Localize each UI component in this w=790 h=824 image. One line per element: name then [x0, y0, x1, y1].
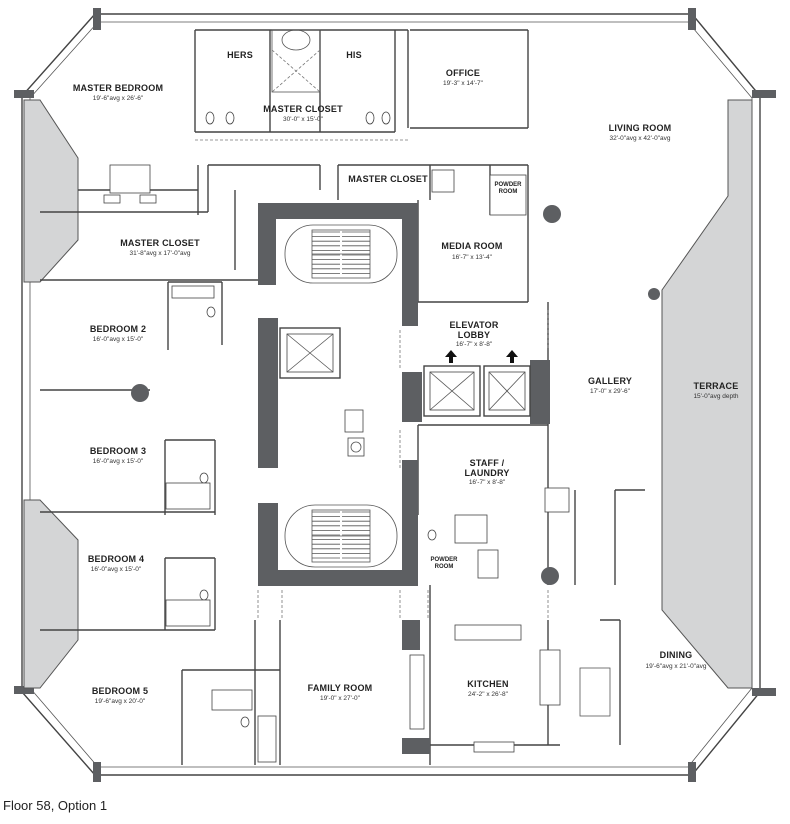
room-dim: 16'-0"avg x 15'-0": [91, 566, 142, 573]
master-shower: [271, 29, 321, 93]
room-name: ELEVATOR: [449, 320, 498, 330]
core-walls: [258, 203, 550, 754]
room-name: DINING: [660, 650, 693, 660]
room-dim: 19'-6"avg x 21'-0"avg: [646, 663, 707, 670]
powder-room-label: ROOM: [499, 189, 518, 195]
room-name: BEDROOM 3: [90, 446, 146, 456]
room-name: MEDIA ROOM: [441, 241, 502, 251]
room-name: TERRACE: [694, 381, 739, 391]
floor-caption: Floor 58, Option 1: [3, 798, 108, 813]
room-name: MASTER CLOSET: [120, 238, 200, 248]
room-dim: 17'-0" x 29'-6": [590, 388, 631, 395]
round-columns: [131, 205, 660, 585]
room-name: MASTER CLOSET: [348, 174, 428, 184]
room-name: OFFICE: [446, 68, 480, 78]
room-name: BEDROOM 4: [88, 554, 144, 564]
room-dim: 16'-0"avg x 15'-0": [93, 336, 144, 343]
stair-bottom: [284, 504, 398, 568]
room-name: LOBBY: [458, 330, 491, 340]
room-name: MASTER BEDROOM: [73, 83, 163, 93]
fixtures: [103, 111, 611, 763]
room-dim: 16'-7" x 13'-4": [452, 254, 493, 261]
room-name: KITCHEN: [467, 679, 508, 689]
room-dim: 16'-0"avg x 15'-0": [93, 458, 144, 465]
room-name: MASTER CLOSET: [263, 104, 343, 114]
room-dim: 19'-3" x 14'-7": [443, 80, 484, 87]
room-dim: 15'-0"avg depth: [693, 393, 738, 400]
elevators: [279, 327, 531, 457]
room-name: GALLERY: [588, 376, 632, 386]
room-name: FAMILY ROOM: [308, 683, 373, 693]
room-dim: 19'-0" x 27'-0": [320, 695, 361, 702]
terrace-area: [661, 99, 753, 689]
room-dim: 31'-8"avg x 17'-0"avg: [130, 250, 191, 257]
room-dim: 19'-6"avg x 26'-6": [93, 95, 144, 102]
powder-room-label: POWDER: [495, 182, 523, 188]
stair-top: [284, 224, 398, 284]
powder-room-label: POWDER: [431, 557, 459, 563]
room-name: LIVING ROOM: [609, 123, 672, 133]
room-dim: 32'-0"avg x 42'-0"avg: [610, 135, 671, 142]
room-dim: 16'-7" x 8'-8": [456, 341, 493, 348]
openings: [195, 139, 549, 620]
corner-columns: [14, 8, 776, 782]
room-dim: 24'-2" x 26'-8": [468, 691, 509, 698]
room-dim: 30'-0" x 15'-0": [283, 116, 324, 123]
room-name: STAFF /: [470, 458, 505, 468]
room-dim: 19'-6"avg x 20'-0": [95, 698, 146, 705]
room-name: HERS: [227, 50, 253, 60]
left-balcony-zones: [23, 99, 79, 689]
room-name: LAUNDRY: [464, 468, 509, 478]
room-dim: 16'-7" x 8'-8": [469, 479, 506, 486]
powder-room-label: ROOM: [435, 564, 454, 570]
room-name: BEDROOM 5: [92, 686, 148, 696]
room-name: BEDROOM 2: [90, 324, 146, 334]
room-name: HIS: [346, 50, 362, 60]
room-labels: MASTER BEDROOM 19'-6"avg x 26'-6" HERS H…: [73, 50, 739, 705]
